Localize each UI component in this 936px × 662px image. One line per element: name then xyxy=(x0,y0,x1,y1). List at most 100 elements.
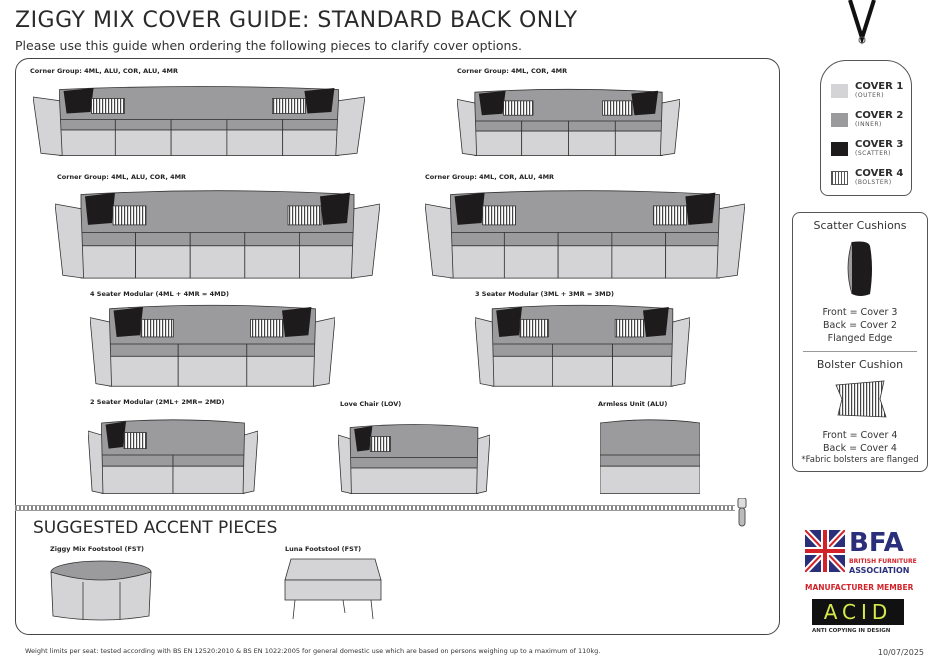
cover-legend-tag: COVER 1(OUTER) COVER 2(INNER) COVER 3(SC… xyxy=(820,60,912,196)
seat-base xyxy=(101,465,174,494)
cover-2-swatch xyxy=(831,112,848,127)
seat-base xyxy=(177,355,248,387)
scatter-cushion-icon xyxy=(847,241,872,296)
bolster-back: Back = Cover 4 xyxy=(823,443,897,454)
cover-sub: (SCATTER) xyxy=(855,150,892,157)
bfa-logo: BFA BRITISH FURNITURE ASSOCIATION xyxy=(805,530,933,580)
piece-label: Corner Group: 4ML, ALU, COR, 4MR xyxy=(57,173,187,181)
scatter-cushion xyxy=(631,90,659,116)
piece-label: 2 Seater Modular (2ML+ 2MR= 2MD) xyxy=(90,398,225,406)
sofa-back xyxy=(101,419,245,460)
scatter-cushion xyxy=(643,307,669,337)
bolster-cushion xyxy=(503,100,534,116)
scatter-cushion xyxy=(113,307,143,337)
bfa-member-text: MANUFACTURER MEMBER xyxy=(805,583,914,592)
bolster-cushion xyxy=(482,205,516,226)
bolster-note: *Fabric bolsters are flanged xyxy=(801,455,919,465)
right-arm xyxy=(716,203,746,279)
zipper-divider xyxy=(15,505,735,511)
piece-label: Love Chair (LOV) xyxy=(340,400,402,408)
left-arm xyxy=(474,317,495,387)
bolster-cushion xyxy=(287,205,322,226)
seat-cushion xyxy=(521,120,569,132)
seat-cushion xyxy=(474,120,523,132)
seat-base xyxy=(189,245,246,279)
scatter-title: Scatter Cushions xyxy=(813,219,907,232)
scatter-cushion xyxy=(354,426,373,452)
seat-base xyxy=(244,245,300,279)
seat-cushion xyxy=(226,119,284,131)
scatter-cushion xyxy=(454,192,485,225)
bolster-cushion xyxy=(614,318,644,338)
piece-label: Corner Group: 4ML, COR, 4MR xyxy=(457,67,568,75)
bolster-cushion xyxy=(91,98,125,114)
cover-4-legend: COVER 4(BOLSTER) xyxy=(831,168,903,187)
bfa-sub: ASSOCIATION xyxy=(849,566,910,575)
piece-label: Armless Unit (ALU) xyxy=(598,400,668,408)
seat-cushion xyxy=(665,232,720,247)
seat-base xyxy=(172,465,245,494)
bolster-cushion xyxy=(602,100,633,116)
sofa-back xyxy=(80,190,355,238)
piece-label: 4 Seater Modular (4ML + 4MR = 4MD) xyxy=(90,290,229,298)
cover-3-legend: COVER 3(SCATTER) xyxy=(831,139,903,158)
seat-cushion xyxy=(170,119,228,131)
cover-sub: (INNER) xyxy=(855,121,882,128)
divider xyxy=(803,351,917,352)
seat-base xyxy=(611,245,667,279)
cover-sub: (OUTER) xyxy=(855,92,884,99)
bolster-cushion xyxy=(123,432,147,450)
right-arm xyxy=(350,203,381,279)
scatter-cushion xyxy=(282,307,312,337)
seat-base xyxy=(109,355,179,387)
armless-unit xyxy=(599,415,701,499)
sofa-back xyxy=(59,86,339,124)
bolster-cushion xyxy=(140,318,174,338)
seat-cushion xyxy=(503,232,559,247)
cover-4-swatch xyxy=(831,170,848,185)
seat-cushion xyxy=(557,232,613,247)
seat-cushion xyxy=(568,120,616,132)
sofa-2-seater xyxy=(87,415,259,499)
bolster-cushion xyxy=(370,436,391,452)
sofa-4-seater xyxy=(89,300,336,392)
scatter-back: Back = Cover 2 xyxy=(823,320,897,331)
seat-base xyxy=(282,129,339,156)
bolster-cushion xyxy=(272,98,306,114)
seat-base xyxy=(298,245,355,279)
scatter-cushion xyxy=(105,421,126,449)
scatter-cushion xyxy=(320,192,350,225)
right-arm xyxy=(476,434,491,495)
seat-base xyxy=(246,355,316,387)
left-arm xyxy=(424,203,454,279)
seat-cushion xyxy=(552,343,614,357)
cover-name: COVER 2 xyxy=(855,110,904,121)
seat-base xyxy=(135,245,191,279)
sofa-corner-group-4 xyxy=(424,185,746,284)
left-arm xyxy=(456,98,478,157)
seat-cushion xyxy=(109,343,179,357)
seat-cushion xyxy=(101,454,174,467)
seat-cushion xyxy=(244,232,300,247)
love-chair xyxy=(337,420,491,499)
bolster-front: Front = Cover 4 xyxy=(822,430,898,441)
sofa-back xyxy=(474,88,663,125)
cover-name: COVER 3 xyxy=(855,139,904,150)
acid-logo: ACID xyxy=(812,599,904,625)
right-arm xyxy=(335,96,366,156)
seat-cushion xyxy=(611,232,667,247)
left-arm xyxy=(89,317,112,387)
left-arm xyxy=(54,203,85,279)
seat-base xyxy=(80,245,136,279)
accent-title: SUGGESTED ACCENT PIECES xyxy=(33,518,278,538)
bfa-text: BFA xyxy=(849,528,904,558)
piece-label: 3 Seater Modular (3ML + 3MR = 3MD) xyxy=(475,290,614,298)
left-arm xyxy=(337,434,352,495)
left-arm xyxy=(87,430,104,494)
ziggy-footstool xyxy=(50,560,152,621)
cover-3-swatch xyxy=(831,141,848,156)
scatter-cushion xyxy=(304,88,335,114)
scatter-cushion xyxy=(63,88,94,114)
sofa-back xyxy=(349,424,479,462)
right-arm xyxy=(313,317,336,387)
